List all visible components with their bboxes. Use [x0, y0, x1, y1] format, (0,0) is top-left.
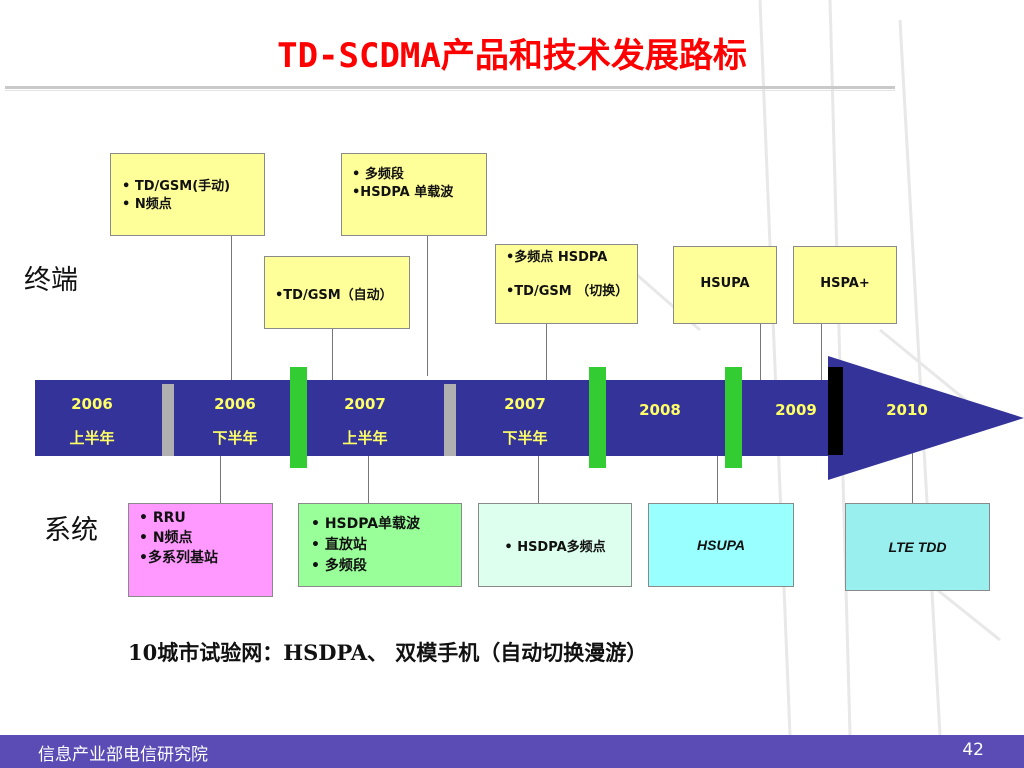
page-title: TD-SCDMA产品和技术发展路标 [277, 36, 747, 76]
system-box-hsupa: HSUPA [648, 503, 794, 587]
year-label: 2008 [639, 401, 681, 419]
separator-gray [162, 384, 174, 456]
system-box-2006: • RRU • N频点 •多系列基站 [128, 503, 273, 597]
row-label-terminal: 终端 [24, 265, 78, 296]
connector-line [760, 324, 761, 384]
connector-line [546, 324, 547, 380]
page-number: 42 [962, 740, 984, 760]
footer-organization: 信息产业部电信研究院 [38, 745, 208, 765]
terminal-box-hsupa: HSUPA [673, 246, 777, 324]
box-item: •多频点 HSDPA [506, 250, 608, 265]
connector-line [821, 324, 822, 384]
year-label: 2006 [71, 395, 113, 413]
timeline-arrowhead [828, 356, 1024, 480]
separator-black [828, 367, 843, 455]
connector-line [427, 236, 428, 376]
timeline-bar [35, 380, 835, 456]
year-label: 2010 [886, 401, 928, 419]
title-underline [5, 86, 895, 89]
year-label: 2006 [214, 395, 256, 413]
separator-green [725, 367, 742, 468]
box-item: • HSDPA单载波 [311, 516, 421, 532]
box-item: •TD/GSM（自动） [275, 288, 393, 303]
trial-network-caption: 10城市试验网：HSDPA、 双模手机（自动切换漫游） [128, 640, 648, 665]
row-label-system: 系统 [44, 515, 98, 546]
box-item: • 直放站 [311, 537, 367, 553]
box-item: • RRU [139, 510, 186, 526]
separator-gray [444, 384, 456, 456]
terminal-box-2007h2: •多频点 HSDPA •TD/GSM （切换） [495, 244, 638, 324]
connector-line [332, 329, 333, 380]
terminal-box-2006h2: •TD/GSM（自动） [264, 256, 410, 329]
system-box-2007h1: • HSDPA单载波 • 直放站 • 多频段 [298, 503, 462, 587]
box-item: •多系列基站 [139, 550, 218, 566]
terminal-box-hspa-plus: HSPA+ [793, 246, 897, 324]
connector-line [368, 456, 369, 503]
half-label: 上半年 [342, 429, 388, 447]
year-label: 2009 [775, 401, 817, 419]
connector-line [912, 444, 913, 503]
year-label: 2007 [504, 395, 546, 413]
box-item: • TD/GSM(手动) [122, 179, 231, 194]
system-box-2007h2: • HSDPA多频点 [478, 503, 632, 587]
box-item: • 多频段 [311, 558, 367, 574]
system-box-lte-tdd: LTE TDD [845, 503, 990, 591]
box-item: • N频点 [139, 530, 193, 546]
box-item: •HSDPA 单载波 [352, 185, 454, 200]
half-label: 上半年 [69, 429, 115, 447]
connector-line [538, 452, 539, 503]
connector-line [231, 236, 232, 380]
box-item: • 多频段 [352, 167, 404, 182]
box-item: • N频点 [122, 197, 172, 212]
half-label: 下半年 [212, 429, 258, 447]
year-label: 2007 [344, 395, 386, 413]
terminal-box-2006h1: • TD/GSM(手动) • N频点 [110, 153, 265, 236]
title-underline-shadow [5, 90, 895, 91]
half-label: 下半年 [502, 429, 548, 447]
box-item: •TD/GSM （切换） [506, 284, 629, 299]
connector-line [717, 444, 718, 503]
separator-green [589, 367, 606, 468]
connector-line [220, 456, 221, 503]
terminal-box-2007h1: • 多频段 •HSDPA 单载波 [341, 153, 487, 236]
separator-green [290, 367, 307, 468]
footer-bar [0, 735, 1024, 768]
